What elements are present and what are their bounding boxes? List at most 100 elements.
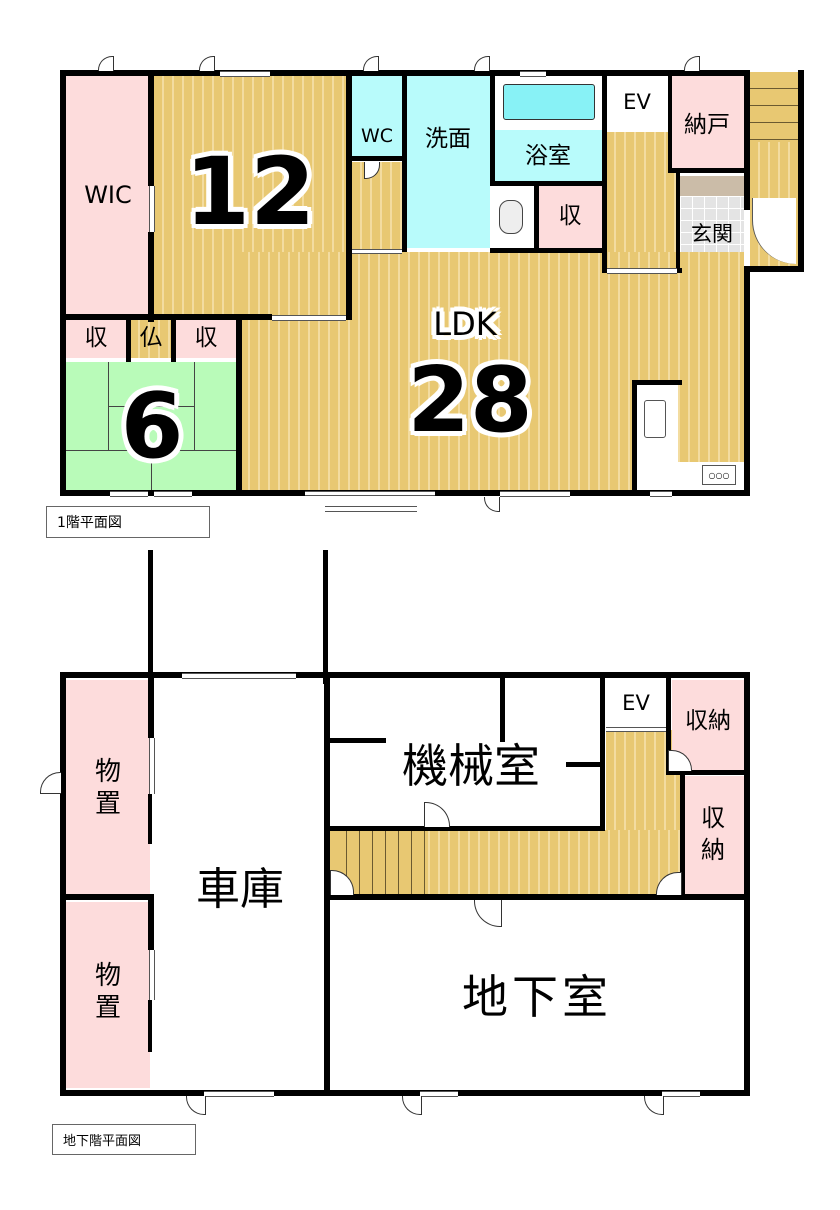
wall xyxy=(560,762,604,767)
wall xyxy=(490,248,606,253)
wall xyxy=(676,173,680,271)
window[interactable] xyxy=(500,491,570,497)
wall xyxy=(148,232,154,322)
wall xyxy=(60,70,66,496)
wall xyxy=(346,76,352,320)
exterior-stairs xyxy=(750,72,798,142)
window[interactable] xyxy=(272,315,346,321)
tatami-line-v3 xyxy=(151,450,152,490)
sliding-door[interactable] xyxy=(149,738,155,794)
wall xyxy=(148,550,153,684)
window[interactable] xyxy=(154,491,192,497)
room-basement xyxy=(330,900,744,1090)
wall xyxy=(60,672,750,678)
wall xyxy=(600,678,605,830)
wall xyxy=(744,266,804,272)
door-washroom[interactable] xyxy=(474,56,490,71)
room-hallway xyxy=(606,132,676,270)
floor1-plan: ○○○ WIC 12 WC 洗面 浴室 EV 納戸 収 xyxy=(0,0,840,540)
wall xyxy=(490,76,495,186)
label-basement-room: 地下室 xyxy=(462,970,612,1024)
label-wic: WIC xyxy=(84,181,132,209)
label-tatami-size: 6 xyxy=(120,374,184,479)
door-garage-exterior[interactable] xyxy=(186,1096,206,1115)
sliding-door[interactable] xyxy=(607,268,677,274)
wall xyxy=(668,76,672,172)
basement-caption: 地下階平面図 xyxy=(52,1124,196,1155)
label-bedroom-size: 12 xyxy=(184,138,316,247)
sliding-door[interactable] xyxy=(606,727,666,732)
door-storeroom[interactable] xyxy=(684,56,700,71)
wall xyxy=(500,678,505,742)
label-ev-b1: EV xyxy=(622,691,650,715)
garage-opening[interactable] xyxy=(182,673,296,679)
wall xyxy=(330,826,605,831)
door-basement-exterior-2[interactable] xyxy=(644,1096,664,1115)
bathtub-icon xyxy=(503,84,595,120)
wall xyxy=(60,70,750,76)
door-basement-exterior-1[interactable] xyxy=(402,1096,422,1115)
sliding-door[interactable] xyxy=(149,950,155,1000)
label-closet-lower: 収納 xyxy=(701,804,725,864)
room-garage xyxy=(154,680,326,1088)
label-wc: WC xyxy=(360,125,394,147)
label-machine-room: 機械室 xyxy=(376,743,566,789)
wall xyxy=(632,380,637,492)
wall xyxy=(60,1090,750,1096)
label-entrance: 玄関 xyxy=(691,222,733,246)
wall xyxy=(324,672,330,1096)
wall xyxy=(323,550,328,684)
room-closet-lower xyxy=(684,776,744,896)
wall xyxy=(148,76,154,186)
room-hall-small xyxy=(352,162,402,250)
basement-plan: 物置 物置 車庫 機械室 EV 収納 収納 地下室 地下階平面図 xyxy=(0,540,840,1210)
wall xyxy=(666,678,671,770)
room-ev-1f xyxy=(606,76,668,128)
wall xyxy=(668,168,748,173)
kitchen-counter-low xyxy=(636,462,744,490)
room-closet-right xyxy=(176,320,236,358)
label-closet-right: 収 xyxy=(194,325,218,351)
wall xyxy=(236,314,242,496)
wall xyxy=(744,672,750,1096)
bay-window[interactable] xyxy=(305,491,435,496)
wall xyxy=(352,156,402,161)
room-wic xyxy=(66,76,150,316)
window[interactable] xyxy=(110,491,148,497)
label-ldk: LDK xyxy=(433,305,497,343)
sliding-door[interactable] xyxy=(149,186,155,232)
door-bedroom[interactable] xyxy=(199,56,215,71)
tatami-line-v2 xyxy=(194,362,195,450)
wall xyxy=(632,380,682,385)
door-ldk-exterior[interactable] xyxy=(484,497,500,512)
label-bathroom: 浴室 xyxy=(525,143,571,169)
room-altar xyxy=(130,320,172,358)
window[interactable] xyxy=(520,71,546,77)
kitchen-sink-icon xyxy=(644,400,666,438)
window[interactable] xyxy=(220,71,270,77)
wall xyxy=(534,186,539,252)
room-bathroom xyxy=(494,130,602,182)
wall xyxy=(744,70,750,210)
label-closet-upper: 収納 xyxy=(685,708,731,734)
wall xyxy=(330,738,386,743)
door-storage-exterior[interactable] xyxy=(40,772,61,794)
window[interactable] xyxy=(662,1091,700,1097)
wall xyxy=(236,314,272,320)
wall xyxy=(148,1000,152,1052)
room-storage-lower xyxy=(66,902,150,1088)
label-washroom: 洗面 xyxy=(425,126,471,152)
label-altar: 仏 xyxy=(139,325,163,351)
window[interactable] xyxy=(204,1091,274,1097)
room-storage-upper xyxy=(66,680,150,896)
door-wic[interactable] xyxy=(98,56,114,71)
room-storeroom xyxy=(670,76,744,168)
sliding-door[interactable] xyxy=(352,249,402,254)
bay-window-glass[interactable] xyxy=(325,506,417,512)
window[interactable] xyxy=(650,491,672,497)
door-wc-exterior[interactable] xyxy=(363,56,379,71)
wall xyxy=(171,320,176,362)
window[interactable] xyxy=(420,1091,458,1097)
wall xyxy=(324,894,750,900)
label-storage-upper: 物置 xyxy=(94,757,121,819)
